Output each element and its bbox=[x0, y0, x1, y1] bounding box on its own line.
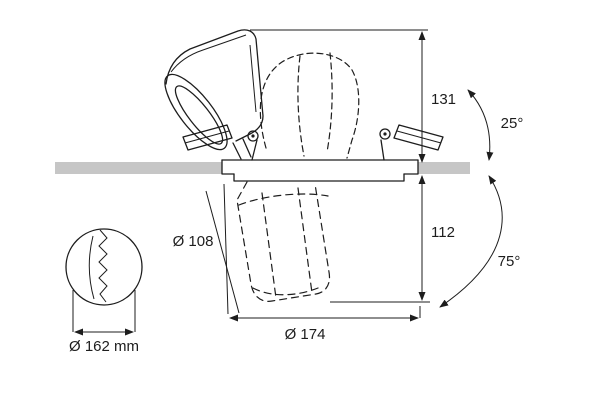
detail-circle bbox=[65, 228, 143, 306]
dimension-dia-108: Ø 108 bbox=[173, 190, 240, 314]
lamp-head-tilted bbox=[164, 29, 264, 160]
lamp-body-upright-dashed bbox=[259, 52, 360, 159]
dimension-dia-162: Ø 162 mm bbox=[69, 290, 139, 355]
dia-108-label: Ø 108 bbox=[173, 233, 214, 250]
dia-174-label: Ø 174 bbox=[285, 326, 326, 343]
yoke-hinges bbox=[247, 128, 391, 161]
lamp-body-lowered-dashed bbox=[236, 181, 331, 302]
spring-clip-right bbox=[393, 124, 444, 151]
dim-112-label: 112 bbox=[431, 224, 455, 241]
angle-75-label: 75° bbox=[498, 253, 521, 270]
dimension-dia-174: Ø 174 bbox=[223, 183, 421, 343]
dim-131-label: 131 bbox=[431, 91, 456, 108]
dia-162-label: Ø 162 mm bbox=[69, 338, 139, 355]
trim-ring bbox=[221, 159, 419, 182]
angle-25-label: 25° bbox=[501, 115, 524, 132]
angle-arc-75: 75° bbox=[439, 175, 521, 308]
angle-arc-25: 25° bbox=[467, 89, 524, 161]
